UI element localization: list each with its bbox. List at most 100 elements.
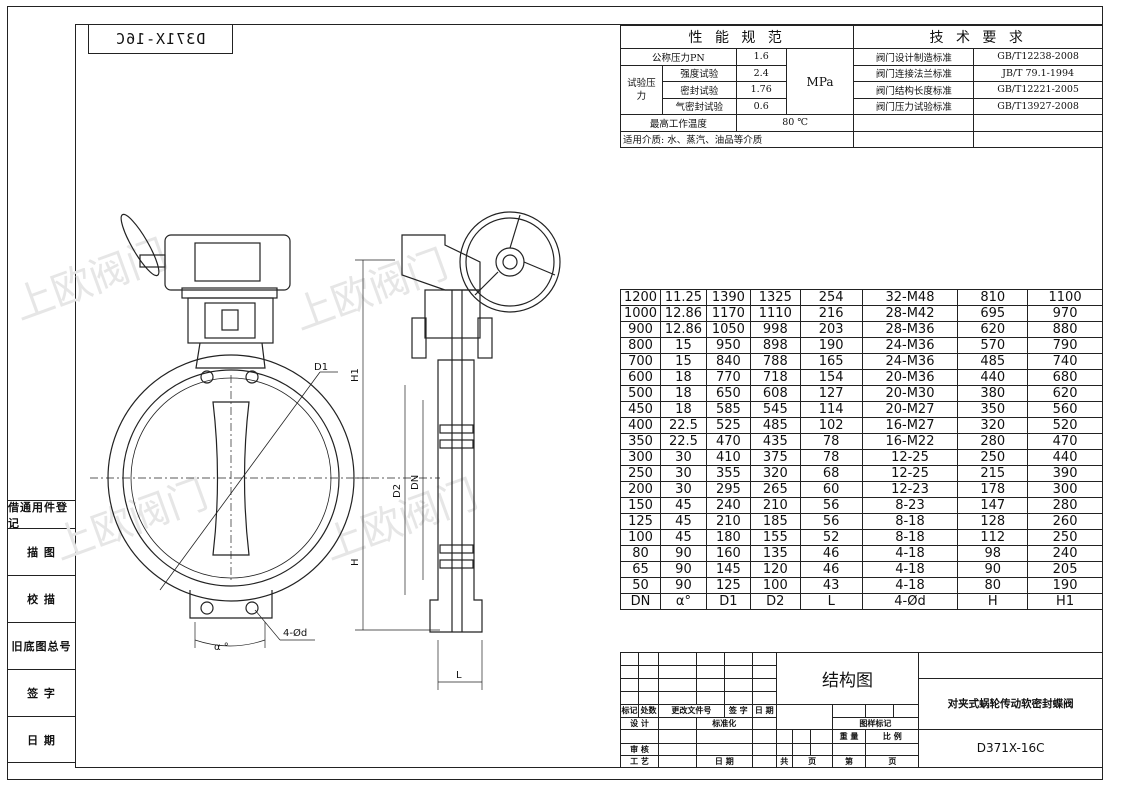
table-cell: 12-23 — [861, 481, 959, 498]
table-cell: 470 — [705, 433, 751, 450]
table-cell: 788 — [749, 353, 801, 370]
table-cell: 250 — [620, 465, 661, 482]
table-cell: 485 — [749, 417, 801, 434]
nominal-pressure-value: 1.6 — [735, 48, 787, 66]
table-cell: 45 — [659, 513, 707, 530]
table-cell: 350 — [957, 401, 1029, 418]
table-cell: 1325 — [749, 289, 801, 306]
table-cell: 320 — [749, 465, 801, 482]
title-block: 结构图 对夹式蜗轮传动软密封蝶阀 标记 处数 更改文件号 签 字 日 期 设 计… — [620, 651, 1103, 769]
table-cell: 8-23 — [861, 497, 959, 514]
table-cell: 254 — [799, 289, 863, 306]
side-label-borrowed: 借通用件登记 — [8, 500, 75, 530]
table-cell: 350 — [620, 433, 661, 450]
table-cell: 22.5 — [659, 433, 707, 450]
seal-test-value: 1.76 — [735, 81, 787, 99]
table-cell: 24-M36 — [861, 353, 959, 370]
label-d1: D1 — [314, 362, 328, 373]
table-cell: 620 — [1027, 385, 1103, 402]
table-cell: 265 — [749, 481, 801, 498]
table-cell: 125 — [705, 577, 751, 594]
table-cell: 90 — [659, 545, 707, 562]
table-cell: 46 — [799, 561, 863, 578]
table-cell: 470 — [1027, 433, 1103, 450]
table-cell: 8-18 — [861, 513, 959, 530]
tb-total: 共 — [775, 754, 793, 769]
side-label-tracing: 描 图 — [8, 528, 75, 575]
standard-name-4: 阀门压力试验标准 — [853, 97, 975, 115]
table-cell: 205 — [1027, 561, 1103, 578]
table-cell: 147 — [957, 497, 1029, 514]
table-cell: 30 — [659, 449, 707, 466]
table-cell: 500 — [620, 385, 661, 402]
max-temp-value: 80 ℃ — [735, 114, 855, 132]
bracket-window — [204, 302, 256, 339]
standard-code-3: GB/T12221-2005 — [973, 81, 1103, 99]
valve-drawing: 上欧阀门 上欧阀门 上欧阀门 上欧阀门 — [8, 211, 561, 690]
max-temp-label: 最高工作温度 — [620, 114, 737, 132]
table-cell: 700 — [620, 353, 661, 370]
table-cell: 16-M27 — [861, 417, 959, 434]
col-header-h1: H1 — [1027, 593, 1103, 610]
standard-code-2: JB/T 79.1-1994 — [973, 64, 1103, 82]
table-cell: 102 — [799, 417, 863, 434]
table-cell: 1200 — [620, 289, 661, 306]
label-dn: DN — [410, 475, 421, 490]
table-cell: 240 — [705, 497, 751, 514]
table-cell: 43 — [799, 577, 863, 594]
air-seal-test-label: 气密封试验 — [661, 97, 737, 115]
table-cell: 100 — [620, 529, 661, 546]
model-code: D371X-16C — [918, 728, 1103, 769]
label-h: H — [350, 558, 361, 566]
tb-count: 处数 — [637, 704, 659, 718]
table-cell: 185 — [749, 513, 801, 530]
table-cell: 440 — [1027, 449, 1103, 466]
standard-code-1: GB/T12238-2008 — [973, 48, 1103, 66]
table-cell: 1000 — [620, 305, 661, 322]
table-cell: 114 — [799, 401, 863, 418]
label-alpha: α ° — [214, 642, 229, 653]
tb-process: 工 艺 — [620, 754, 659, 769]
table-cell: 30 — [659, 465, 707, 482]
table-cell: 240 — [1027, 545, 1103, 562]
lower-lug — [189, 590, 273, 619]
side-label-old-number: 旧底图总号 — [8, 622, 75, 669]
side-label-signature: 签 字 — [8, 669, 75, 716]
table-cell: 135 — [749, 545, 801, 562]
table-cell: 620 — [957, 321, 1029, 338]
side-label-date: 日 期 — [8, 716, 75, 763]
table-cell: 12.86 — [659, 305, 707, 322]
stem-coupling — [221, 309, 239, 331]
table-cell: 78 — [799, 433, 863, 450]
table-cell: 4-18 — [861, 561, 959, 578]
table-cell: 250 — [957, 449, 1029, 466]
table-cell: 770 — [705, 369, 751, 386]
pressure-unit: MPa — [785, 48, 855, 115]
table-cell: 190 — [799, 337, 863, 354]
bracket-front — [187, 297, 274, 344]
col-header-dn: DN — [620, 593, 661, 610]
tb-standardize: 标准化 — [695, 716, 753, 730]
standard-code-4: GB/T13927-2008 — [973, 97, 1103, 115]
table-cell: 22.5 — [659, 417, 707, 434]
col-header-h: H — [957, 593, 1029, 610]
table-cell: 160 — [705, 545, 751, 562]
table-cell: 435 — [749, 433, 801, 450]
table-cell: 1050 — [705, 321, 751, 338]
table-cell: 680 — [1027, 369, 1103, 386]
table-cell: 608 — [749, 385, 801, 402]
disc-front — [212, 401, 250, 556]
drawing-code-box: D371X-16C — [88, 24, 233, 54]
bolt-hole-br — [245, 601, 259, 615]
table-cell: 56 — [799, 497, 863, 514]
table-cell: 45 — [659, 497, 707, 514]
table-cell: 150 — [620, 497, 661, 514]
gearbox-front — [164, 234, 291, 291]
